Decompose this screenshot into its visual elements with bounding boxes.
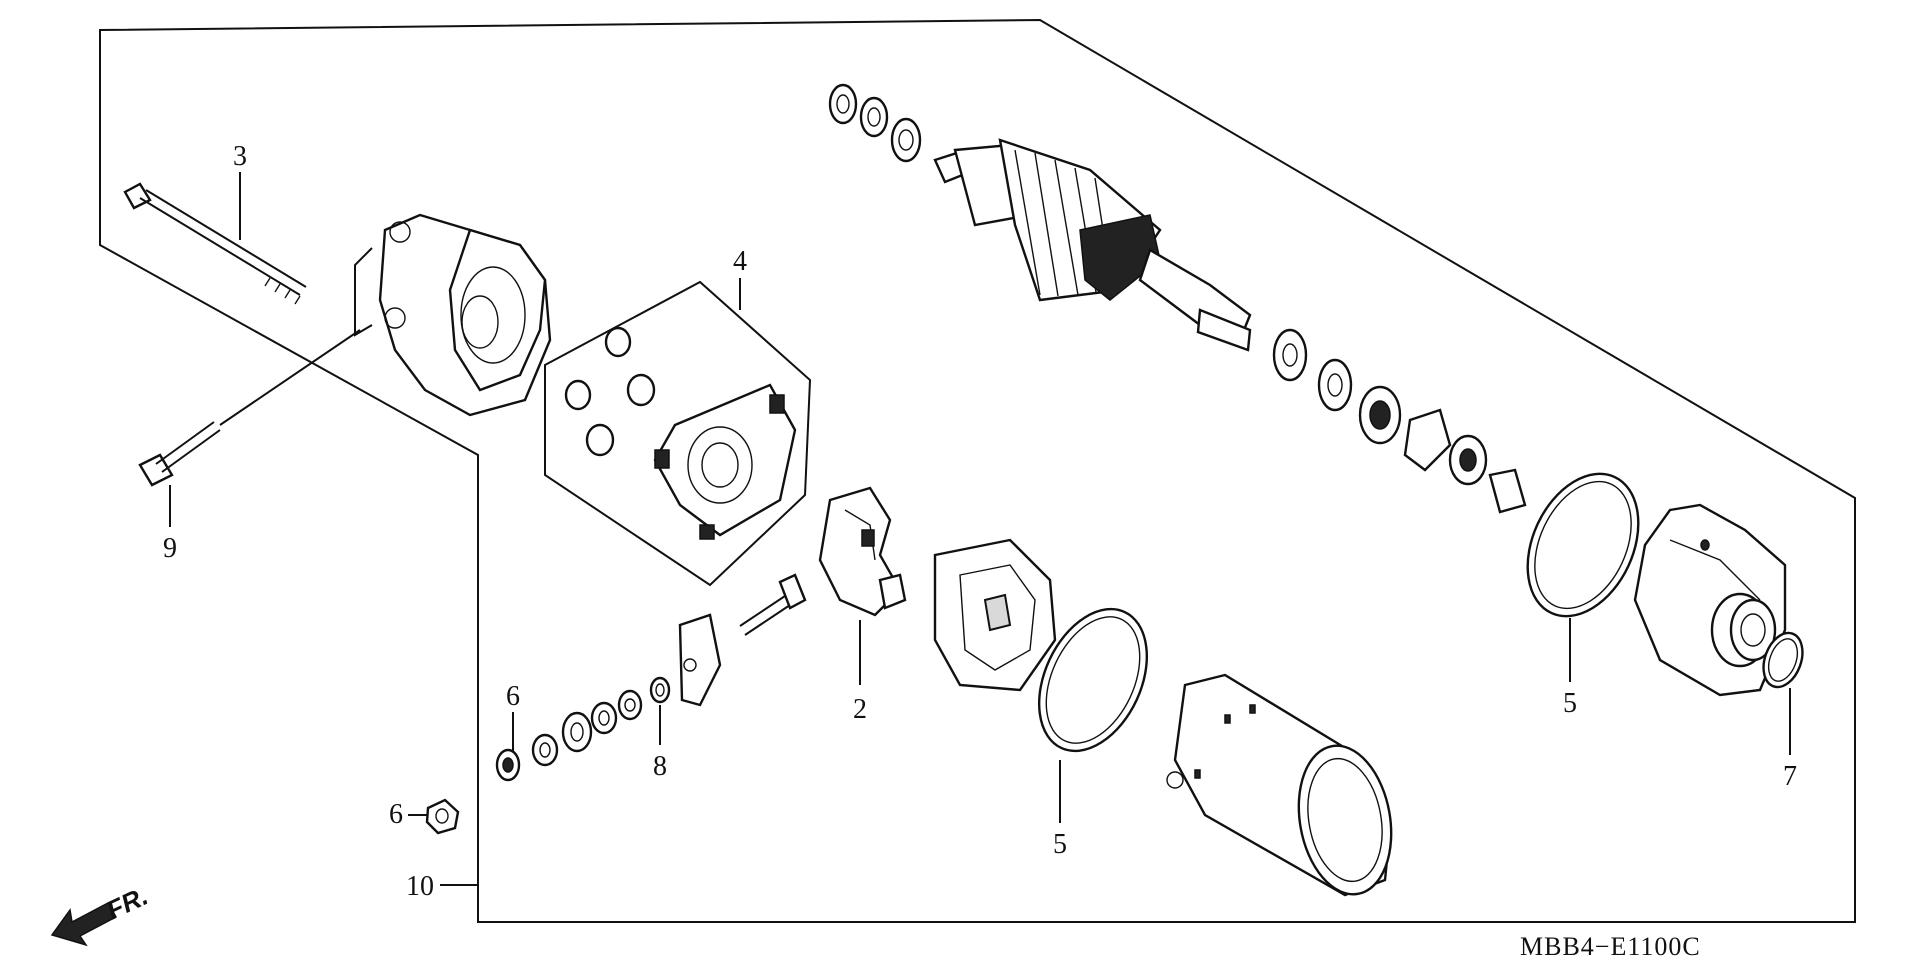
o-ring-right — [1526, 472, 1640, 618]
rear-cover — [1633, 503, 1787, 697]
callout-7: 7 — [1783, 761, 1797, 792]
shim-washers-top — [828, 83, 922, 163]
terminal-nut — [425, 798, 460, 835]
shaft-washers — [1272, 328, 1527, 514]
leader-lines — [169, 172, 1791, 823]
brush-plate — [818, 486, 907, 617]
armature-shell — [933, 538, 1057, 692]
callout-4: 4 — [733, 246, 747, 277]
callout-2: 2 — [853, 694, 867, 725]
terminal-washers — [495, 676, 671, 782]
terminal-bolt — [678, 573, 807, 707]
assembly-outline — [99, 18, 1856, 923]
o-ring-center — [1037, 607, 1149, 753]
callout-8: 8 — [653, 751, 667, 782]
callout-9: 9 — [163, 533, 177, 564]
part-code: MBB4−E1100C — [1520, 932, 1701, 960]
motor-yoke — [1166, 673, 1393, 897]
callout-6-upper: 6 — [506, 681, 520, 712]
armature — [933, 138, 1252, 352]
callout-5-center: 5 — [1053, 829, 1067, 860]
callout-5-right: 5 — [1563, 688, 1577, 719]
small-o-ring — [1762, 631, 1804, 689]
housing-bracket — [354, 247, 373, 337]
long-bolt — [123, 182, 307, 305]
callout-6-lower: 6 — [389, 799, 403, 830]
front-housing — [378, 213, 552, 417]
brush-holder-kit — [544, 280, 812, 587]
callout-3: 3 — [233, 141, 247, 172]
front-direction-arrow-icon — [50, 901, 118, 947]
callout-10: 10 — [406, 871, 434, 902]
short-bolt — [138, 329, 361, 487]
